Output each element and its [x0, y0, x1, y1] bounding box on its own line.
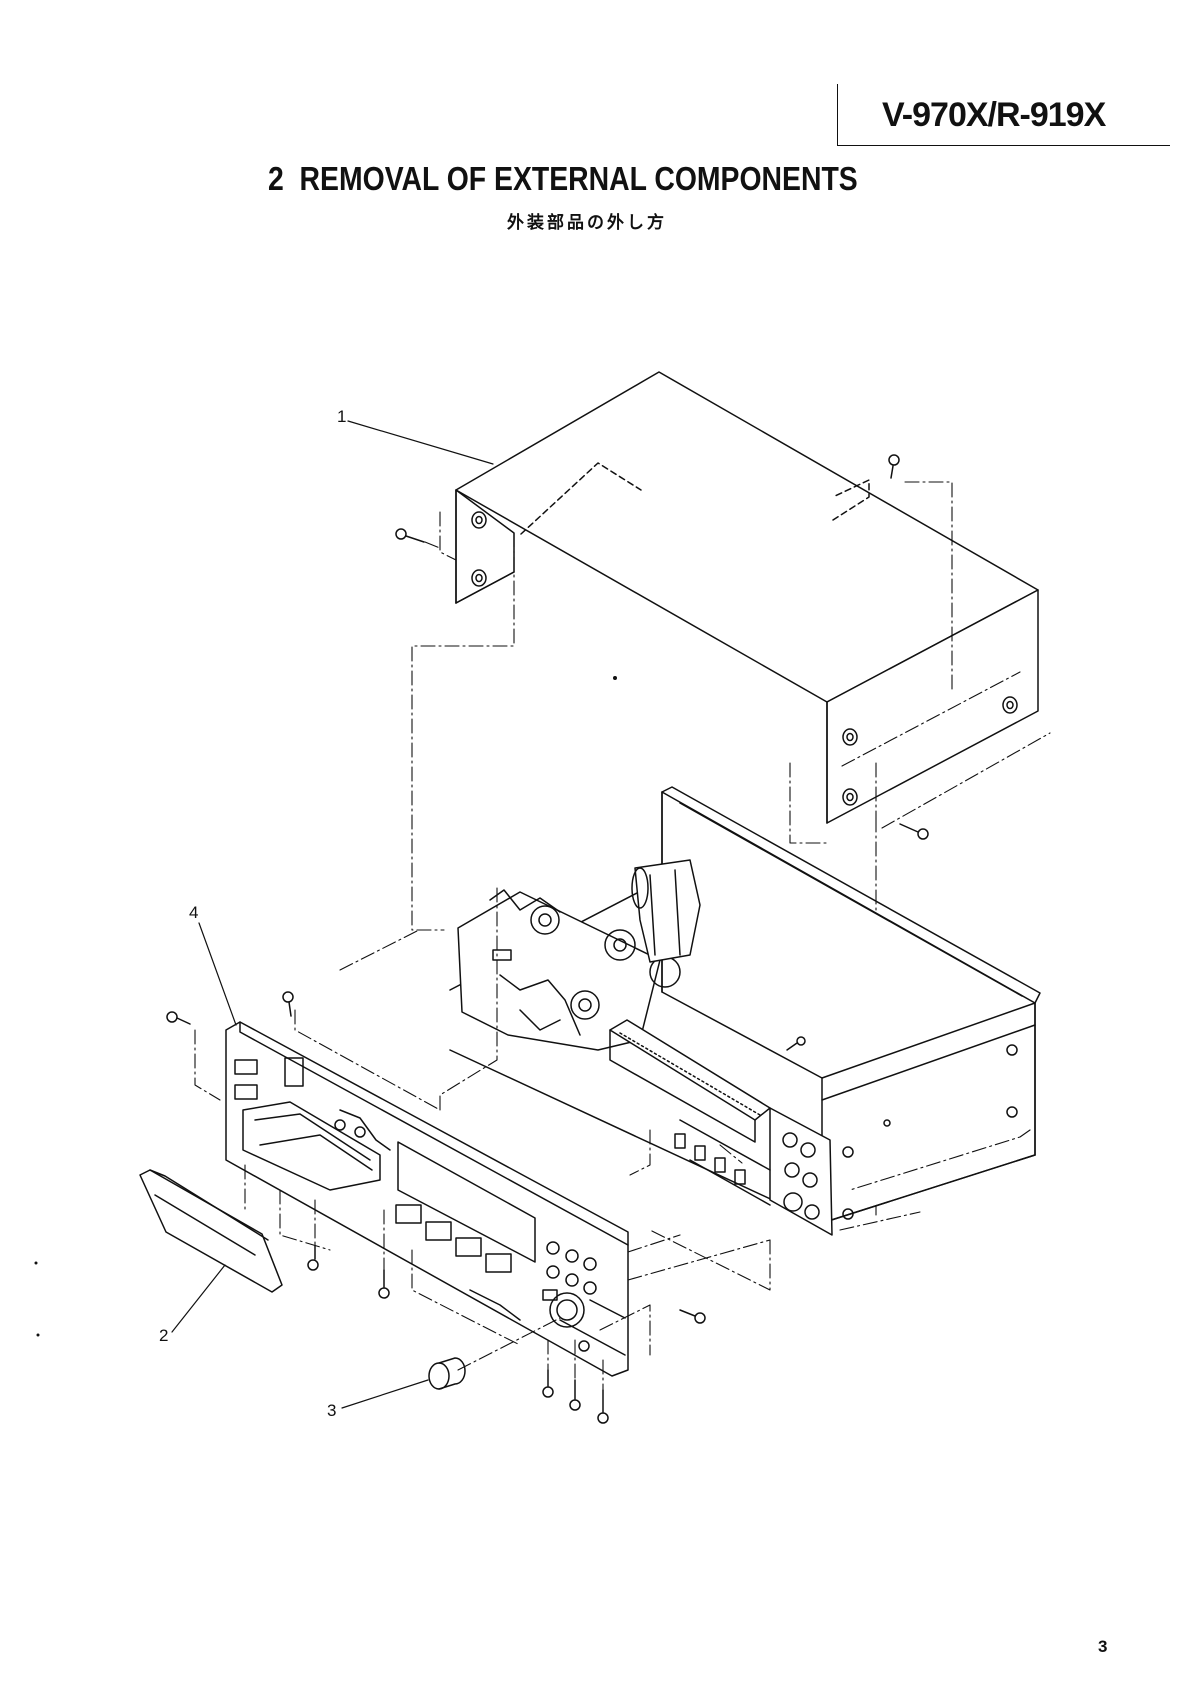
scan-speck: [37, 1334, 40, 1337]
callout-label-1: 1: [337, 407, 346, 426]
cassette-lid-part: [140, 1170, 282, 1292]
screw-icon: [543, 1370, 553, 1397]
callout-label-3: 3: [327, 1401, 336, 1420]
screw-icon: [900, 824, 928, 839]
transformer: [632, 860, 700, 962]
scan-speck: [35, 1262, 38, 1265]
screw-icon: [570, 1380, 580, 1410]
screw-icon: [889, 455, 899, 478]
screw-icon: [598, 1390, 608, 1423]
screw-icon: [167, 1012, 190, 1024]
display-board: [610, 1020, 770, 1142]
scan-speck: [613, 676, 617, 680]
jack-panel-board: [675, 1108, 832, 1235]
screw-icon: [396, 529, 424, 542]
screw-icon: [379, 1270, 389, 1298]
screw-icon: [308, 1245, 318, 1270]
page-number: 3: [1098, 1637, 1107, 1657]
screw-icon: [283, 992, 293, 1016]
callout-label-4: 4: [189, 903, 198, 922]
callout-label-2: 2: [159, 1326, 168, 1345]
screw-icon: [680, 1310, 705, 1323]
